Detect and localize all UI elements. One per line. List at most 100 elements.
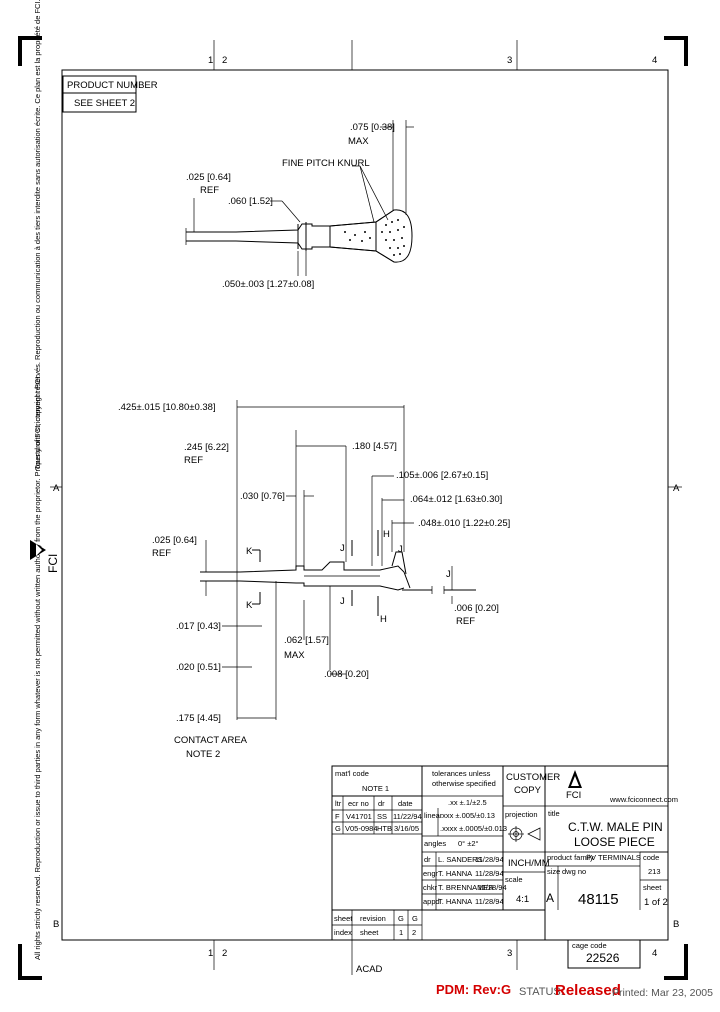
cage-code-box: cage code 22526 bbox=[567, 939, 641, 969]
rev-hdr-ltr: ltr bbox=[335, 799, 342, 808]
dim-025-top: .025 [0.64] bbox=[186, 172, 231, 183]
rev-row-g-ecr: V05-0984 bbox=[345, 824, 378, 833]
zone-2-top: 2 bbox=[222, 55, 227, 66]
dim-020: .020 [0.51] bbox=[176, 662, 221, 673]
angles-label: angles bbox=[424, 839, 446, 848]
size-value: A bbox=[546, 891, 554, 905]
fci-margin-text: FCI bbox=[46, 554, 60, 573]
section-h-top: H bbox=[383, 529, 390, 540]
rev-row-g-ltr: G bbox=[335, 824, 341, 833]
rev-row-f-ltr: F bbox=[335, 812, 340, 821]
section-h-bottom: H bbox=[380, 614, 387, 625]
rev-row-f-dr: SS bbox=[377, 812, 387, 821]
top-view: .075 [0.38] MAX FINE PITCH KNURL .025 [0… bbox=[185, 120, 414, 290]
rev-row-f-ecr: V41701 bbox=[346, 812, 372, 821]
section-j-top: J bbox=[340, 543, 345, 554]
sheet-label: sheet bbox=[643, 883, 662, 892]
scale-label: scale bbox=[505, 875, 523, 884]
projection-label: projection bbox=[505, 810, 538, 819]
dim-075: .075 [0.38] bbox=[350, 122, 395, 133]
projection-symbol-icon bbox=[508, 826, 541, 842]
label-note-2: NOTE 2 bbox=[186, 749, 220, 760]
fci-logo-text: FCI bbox=[566, 790, 581, 801]
sheet-value: 1 of 2 bbox=[644, 897, 668, 908]
title-line-1: C.T.W. MALE PIN bbox=[568, 820, 663, 834]
code-value: 213 bbox=[648, 867, 661, 876]
cage-code-label: cage code bbox=[572, 941, 607, 950]
chkr-date: 11/28/94 bbox=[478, 883, 507, 892]
product-number-value: SEE SHEET 2 bbox=[74, 98, 135, 109]
tol-xxx: .xxx ±.005/±0.13 bbox=[440, 811, 495, 820]
dwg-no-label: dwg no bbox=[562, 867, 586, 876]
title-block: mat'l code NOTE 1 ltr ecr no dr date F V… bbox=[331, 765, 678, 941]
product-number-label: PRODUCT NUMBER bbox=[67, 80, 158, 91]
engr-name: T. HANNA bbox=[438, 869, 472, 878]
dim-105: .105±.006 [2.67±0.15] bbox=[396, 470, 488, 481]
engr-label: engr bbox=[423, 869, 439, 878]
knurl-pattern bbox=[344, 219, 405, 256]
sheet-num-2: 2 bbox=[412, 928, 416, 937]
sheet-num-1: 1 bbox=[399, 928, 403, 937]
rev-row-f-date: 11/22/94 bbox=[393, 812, 422, 821]
tol-line1: tolerances unless bbox=[432, 769, 491, 778]
dim-048: .048±.010 [1.22±0.25] bbox=[418, 518, 510, 529]
dim-062-max: MAX bbox=[284, 650, 305, 661]
code-label: code bbox=[643, 853, 659, 862]
dim-006: .006 [0.20] bbox=[454, 603, 499, 614]
title-label: title bbox=[548, 809, 560, 818]
dr-label: dr bbox=[424, 855, 431, 864]
label-fine-pitch-knurl: FINE PITCH KNURL bbox=[282, 158, 370, 169]
fci-logo-margin: FCI bbox=[30, 540, 60, 573]
sheet-header: sheet bbox=[334, 914, 353, 923]
product-family-label: product family bbox=[547, 853, 594, 862]
dim-180: .180 [4.57] bbox=[352, 441, 397, 452]
rev-hdr-ecr: ecr no bbox=[348, 799, 369, 808]
acad-label: ACAD bbox=[356, 964, 383, 975]
zone-3-top: 3 bbox=[507, 55, 512, 66]
chkr-label: chkr bbox=[423, 883, 438, 892]
copyright-notice-french: Tous droits strictement réservés. Reprod… bbox=[33, 0, 42, 470]
chkr-name: T. BRENNAMER bbox=[438, 883, 494, 892]
matl-code-label: mat'l code bbox=[335, 769, 369, 778]
zone-3-bottom: 3 bbox=[507, 948, 512, 959]
rev-hdr-date: date bbox=[398, 799, 413, 808]
appd-label: appd bbox=[423, 897, 440, 906]
dim-060: .060 [1.52] bbox=[228, 196, 273, 207]
customer-label: CUSTOMER bbox=[506, 772, 560, 783]
sheet-label-small: sheet bbox=[360, 928, 379, 937]
tol-xxxx: .xxxx ±.0005/±0.013 bbox=[440, 824, 507, 833]
zone-4-bottom: 4 bbox=[652, 948, 657, 959]
tol-linear-label: linear bbox=[424, 811, 443, 820]
section-k-bottom: K bbox=[246, 600, 253, 611]
inch-mm-label: INCH/MM bbox=[508, 858, 550, 869]
label-contact-area: CONTACT AREA bbox=[174, 735, 248, 746]
cage-code-value: 22526 bbox=[586, 951, 620, 965]
dim-025-top-ref: REF bbox=[200, 185, 219, 196]
drawing-border bbox=[61, 69, 669, 941]
appd-name: T. HANNA bbox=[438, 897, 472, 906]
side-view: .425±.015 [10.80±0.38] .245 [6.22] REF .… bbox=[118, 400, 510, 760]
dim-017: .017 [0.43] bbox=[176, 621, 221, 632]
engr-date: 11/28/94 bbox=[475, 869, 504, 878]
dim-064: .064±.012 [1.63±0.30] bbox=[410, 494, 502, 505]
angles-value: 0° ±2° bbox=[458, 839, 479, 848]
status-value: Released bbox=[555, 982, 621, 999]
size-label: size bbox=[547, 867, 560, 876]
rev-row-g-dr: HTB bbox=[377, 824, 392, 833]
dr-name: L. SANDERS bbox=[438, 855, 483, 864]
section-j-bottom: J bbox=[340, 596, 345, 607]
dim-075-max: MAX bbox=[348, 136, 369, 147]
dim-062: .062 [1.57] bbox=[284, 635, 329, 646]
appd-date: 11/28/94 bbox=[475, 897, 504, 906]
website: www.fciconnect.com bbox=[609, 795, 678, 804]
dim-050: .050±.003 [1.27±0.08] bbox=[222, 279, 314, 290]
dim-025-side-ref: REF bbox=[152, 548, 171, 559]
dim-008: .008 [0.20] bbox=[324, 669, 369, 680]
zone-1-bottom: 1 bbox=[208, 948, 213, 959]
title-line-2: LOOSE PIECE bbox=[574, 835, 655, 849]
dim-030: .030 [0.76] bbox=[240, 491, 285, 502]
drawing-number: 48115 bbox=[578, 891, 619, 908]
status-label: STATUS: bbox=[519, 986, 564, 998]
section-j-far-right: J bbox=[446, 569, 451, 580]
